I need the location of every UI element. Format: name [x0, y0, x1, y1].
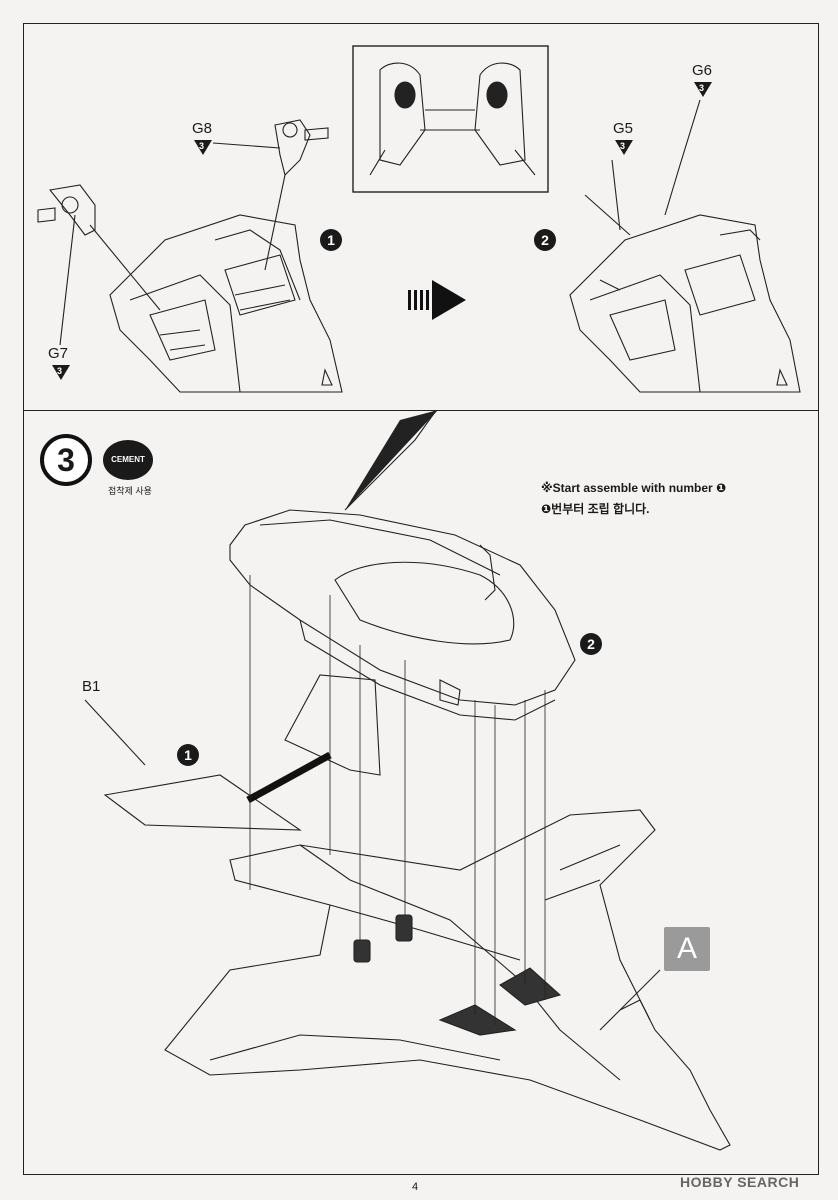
- detail-inset: [352, 45, 549, 193]
- part-a-badge: A: [664, 927, 710, 971]
- qty-g5: 3: [620, 141, 626, 151]
- substep-1-marker: 1: [320, 229, 342, 251]
- page-frame: [23, 23, 819, 1175]
- qty-triangle-icon: 3: [615, 140, 633, 155]
- part-label-g8: G8: [192, 120, 213, 137]
- cement-caption: 접착제 사용: [108, 486, 152, 496]
- qty-g6: 3: [699, 83, 705, 93]
- cement-icon: CEMENT: [103, 440, 153, 480]
- part-label-g5: G5: [613, 120, 634, 137]
- qty-g8: 3: [199, 141, 205, 151]
- substep-2-marker: 2: [534, 229, 556, 251]
- part-label-g7: G7: [48, 345, 69, 362]
- assembly-note-en: ※Start assemble with number ❶: [541, 481, 727, 495]
- section-divider: [23, 410, 819, 411]
- qty-triangle-icon: 3: [694, 82, 712, 97]
- qty-triangle-icon: 3: [52, 365, 70, 380]
- part-label-g6: G6: [692, 62, 713, 79]
- watermark-logo: HOBBY SEARCH: [680, 1174, 800, 1190]
- step3-substep-2-marker: 2: [580, 633, 602, 655]
- assembly-note-ko: ❶번부터 조립 합니다.: [541, 502, 650, 516]
- qty-g7: 3: [57, 366, 63, 376]
- step-number-badge: 3: [40, 434, 92, 486]
- part-label-b1: B1: [82, 678, 101, 695]
- step3-substep-1-marker: 1: [177, 744, 199, 766]
- qty-triangle-icon: 3: [194, 140, 212, 155]
- page-number: 4: [412, 1181, 419, 1193]
- arrow-right-icon: [408, 280, 466, 320]
